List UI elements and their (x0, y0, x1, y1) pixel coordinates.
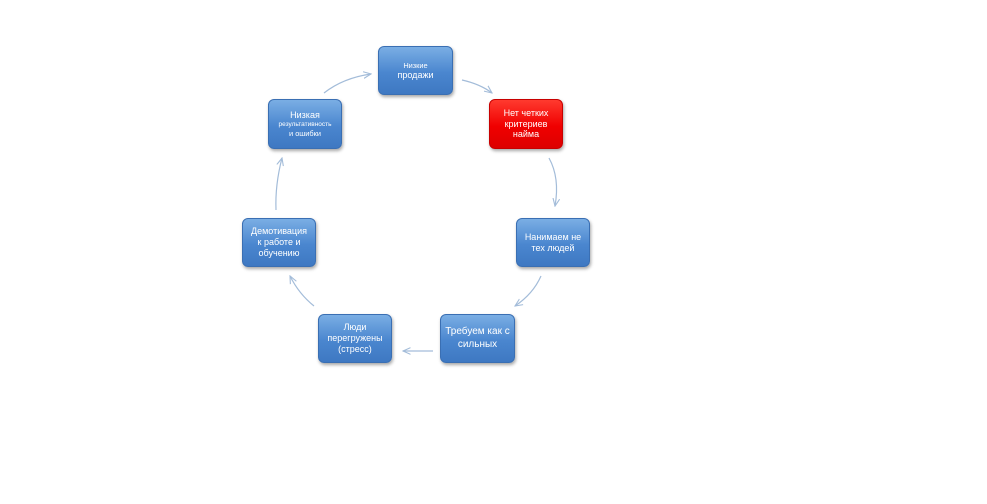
node-no-criteria-line-3: найма (512, 129, 540, 140)
node-overload-line-3: (стресс) (338, 343, 372, 354)
node-demotivation-line-1: Демотивация (251, 226, 307, 237)
arrow-low-results-to-low-sales (323, 74, 371, 94)
node-hire-wrong-line-1: Нанимаем не (524, 231, 582, 242)
node-low-results-line-2: результативность (278, 121, 332, 128)
node-low-results-line-3: и ошибки (289, 128, 321, 138)
node-low-sales-line-2: продажи (397, 69, 434, 80)
node-no-criteria: Нет четких критериев найма (489, 99, 563, 149)
node-demotivation-line-2: к работе и (257, 237, 301, 248)
node-hire-wrong-line-2: тех людей (531, 242, 575, 253)
node-low-sales: Низкие продажи (378, 46, 453, 95)
node-demotivation-line-3: обучению (258, 247, 300, 258)
node-low-results-line-1: Низкая (290, 110, 320, 121)
node-overload: Люди перегружены (стресс) (318, 314, 392, 363)
node-overload-line-2: перегружены (327, 333, 383, 344)
node-demand-line-2: сильных (457, 338, 498, 350)
node-demand: Требуем как с сильных (440, 314, 515, 363)
arrow-no-criteria-to-hire-wrong (548, 157, 557, 206)
node-low-results: Низкая результативность и ошибки (268, 99, 342, 149)
node-no-criteria-line-2: критериев (504, 118, 548, 129)
node-overload-line-1: Люди (343, 322, 367, 333)
arrow-low-sales-to-no-criteria (461, 79, 492, 93)
node-demotivation: Демотивация к работе и обучению (242, 218, 316, 267)
arrow-overload-to-demotivation (290, 276, 315, 307)
node-no-criteria-line-1: Нет четких (503, 107, 549, 118)
node-hire-wrong: Нанимаем не тех людей (516, 218, 590, 267)
arrow-hire-wrong-to-demand (515, 275, 542, 306)
node-low-sales-line-1: Низкие (403, 60, 428, 70)
node-demand-line-1: Требуем как с (445, 326, 510, 338)
arrow-demotivation-to-low-results (275, 158, 282, 211)
